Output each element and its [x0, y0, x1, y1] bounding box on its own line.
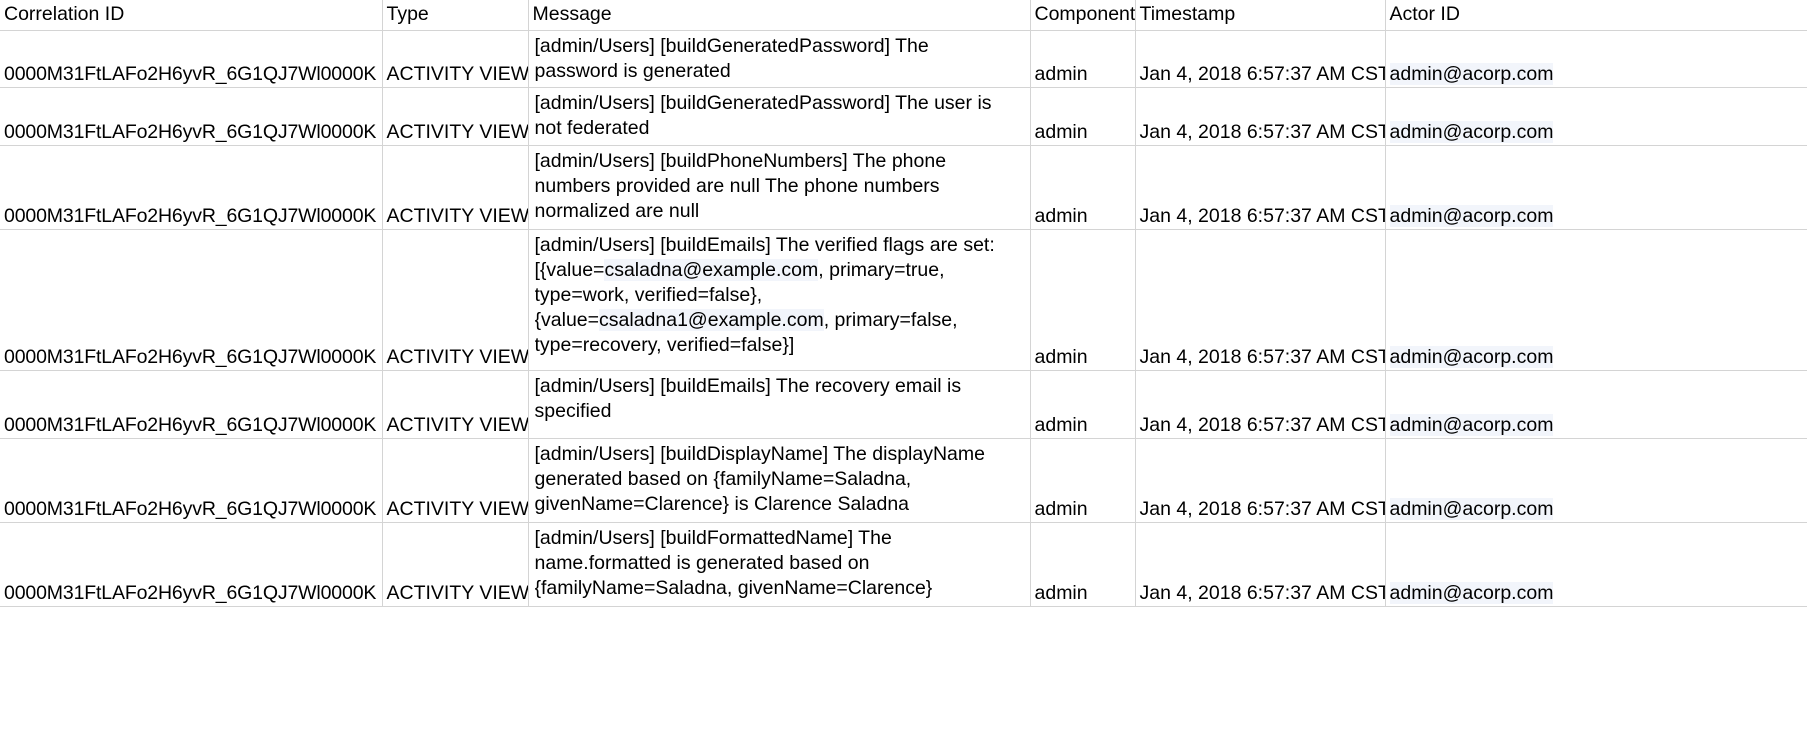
- column-header-component[interactable]: Component: [1030, 0, 1136, 31]
- cell-message[interactable]: [admin/Users] [buildEmails] The recovery…: [528, 370, 1031, 439]
- cell-component[interactable]: admin: [1030, 30, 1136, 88]
- cell-type[interactable]: ACTIVITY VIEW: [382, 145, 529, 230]
- cell-message[interactable]: [admin/Users] [buildEmails] The verified…: [528, 229, 1031, 371]
- header-row: Correlation ID Type Message Component Ti…: [0, 0, 1807, 31]
- cell-type[interactable]: ACTIVITY VIEW: [382, 370, 529, 439]
- cell-component[interactable]: admin: [1030, 370, 1136, 439]
- cell-correlation-id[interactable]: 0000M31FtLAFo2H6yvR_6G1QJ7Wl0000K: [0, 30, 383, 88]
- message-text: [admin/Users] [buildDisplayName] The dis…: [534, 443, 986, 515]
- message-text: [admin/Users] [buildPhoneNumbers] The ph…: [534, 150, 947, 222]
- cell-actor-id[interactable]: admin@acorp.com: [1385, 438, 1807, 523]
- cell-timestamp[interactable]: Jan 4, 2018 6:57:37 AM CST: [1135, 87, 1386, 146]
- cell-correlation-id[interactable]: 0000M31FtLAFo2H6yvR_6G1QJ7Wl0000K: [0, 522, 383, 607]
- email-highlight: admin@acorp.com: [1389, 414, 1554, 436]
- cell-component[interactable]: admin: [1030, 522, 1136, 607]
- message-text: [admin/Users] [buildFormattedName] The n…: [534, 527, 933, 599]
- cell-correlation-id[interactable]: 0000M31FtLAFo2H6yvR_6G1QJ7Wl0000K: [0, 370, 383, 439]
- email-highlight: csaladna@example.com: [604, 259, 819, 281]
- email-highlight: csaladna1@example.com: [599, 309, 824, 331]
- message-text: [admin/Users] [buildGeneratedPassword] T…: [534, 92, 992, 139]
- cell-actor-id[interactable]: admin@acorp.com: [1385, 370, 1807, 439]
- cell-actor-id[interactable]: admin@acorp.com: [1385, 229, 1807, 371]
- message-text: [admin/Users] [buildGeneratedPassword] T…: [534, 35, 929, 82]
- cell-message[interactable]: [admin/Users] [buildGeneratedPassword] T…: [528, 87, 1031, 146]
- email-highlight: admin@acorp.com: [1389, 205, 1554, 227]
- cell-actor-id[interactable]: admin@acorp.com: [1385, 30, 1807, 88]
- cell-timestamp[interactable]: Jan 4, 2018 6:57:37 AM CST: [1135, 145, 1386, 230]
- email-highlight: admin@acorp.com: [1389, 498, 1554, 520]
- cell-actor-id[interactable]: admin@acorp.com: [1385, 87, 1807, 146]
- cell-correlation-id[interactable]: 0000M31FtLAFo2H6yvR_6G1QJ7Wl0000K: [0, 229, 383, 371]
- cell-actor-id[interactable]: admin@acorp.com: [1385, 145, 1807, 230]
- cell-type[interactable]: ACTIVITY VIEW: [382, 522, 529, 607]
- cell-timestamp[interactable]: Jan 4, 2018 6:57:37 AM CST: [1135, 522, 1386, 607]
- activity-log-table: Correlation ID Type Message Component Ti…: [0, 0, 1807, 607]
- table-header: Correlation ID Type Message Component Ti…: [0, 0, 1807, 31]
- cell-type[interactable]: ACTIVITY VIEW: [382, 30, 529, 88]
- column-header-message[interactable]: Message: [528, 0, 1031, 31]
- column-header-type[interactable]: Type: [382, 0, 529, 31]
- cell-message[interactable]: [admin/Users] [buildDisplayName] The dis…: [528, 438, 1031, 523]
- message-text: [admin/Users] [buildEmails] The verified…: [534, 234, 995, 356]
- cell-timestamp[interactable]: Jan 4, 2018 6:57:37 AM CST: [1135, 229, 1386, 371]
- cell-timestamp[interactable]: Jan 4, 2018 6:57:37 AM CST: [1135, 370, 1386, 439]
- cell-correlation-id[interactable]: 0000M31FtLAFo2H6yvR_6G1QJ7Wl0000K: [0, 87, 383, 146]
- cell-timestamp[interactable]: Jan 4, 2018 6:57:37 AM CST: [1135, 30, 1386, 88]
- email-highlight: admin@acorp.com: [1389, 63, 1554, 85]
- cell-message[interactable]: [admin/Users] [buildFormattedName] The n…: [528, 522, 1031, 607]
- cell-actor-id[interactable]: admin@acorp.com: [1385, 522, 1807, 607]
- email-highlight: admin@acorp.com: [1389, 582, 1554, 604]
- cell-message[interactable]: [admin/Users] [buildGeneratedPassword] T…: [528, 30, 1031, 88]
- column-header-correlation-id[interactable]: Correlation ID: [0, 0, 383, 31]
- column-header-timestamp[interactable]: Timestamp: [1135, 0, 1386, 31]
- cell-type[interactable]: ACTIVITY VIEW: [382, 87, 529, 146]
- cell-correlation-id[interactable]: 0000M31FtLAFo2H6yvR_6G1QJ7Wl0000K: [0, 145, 383, 230]
- email-highlight: admin@acorp.com: [1389, 346, 1554, 368]
- cell-type[interactable]: ACTIVITY VIEW: [382, 438, 529, 523]
- cell-correlation-id[interactable]: 0000M31FtLAFo2H6yvR_6G1QJ7Wl0000K: [0, 438, 383, 523]
- column-header-actor-id[interactable]: Actor ID: [1385, 0, 1807, 31]
- cell-component[interactable]: admin: [1030, 145, 1136, 230]
- cell-message[interactable]: [admin/Users] [buildPhoneNumbers] The ph…: [528, 145, 1031, 230]
- cell-timestamp[interactable]: Jan 4, 2018 6:57:37 AM CST: [1135, 438, 1386, 523]
- cell-component[interactable]: admin: [1030, 87, 1136, 146]
- email-highlight: admin@acorp.com: [1389, 121, 1554, 143]
- cell-type[interactable]: ACTIVITY VIEW: [382, 229, 529, 371]
- cell-component[interactable]: admin: [1030, 229, 1136, 371]
- cell-component[interactable]: admin: [1030, 438, 1136, 523]
- message-text: [admin/Users] [buildEmails] The recovery…: [534, 375, 962, 422]
